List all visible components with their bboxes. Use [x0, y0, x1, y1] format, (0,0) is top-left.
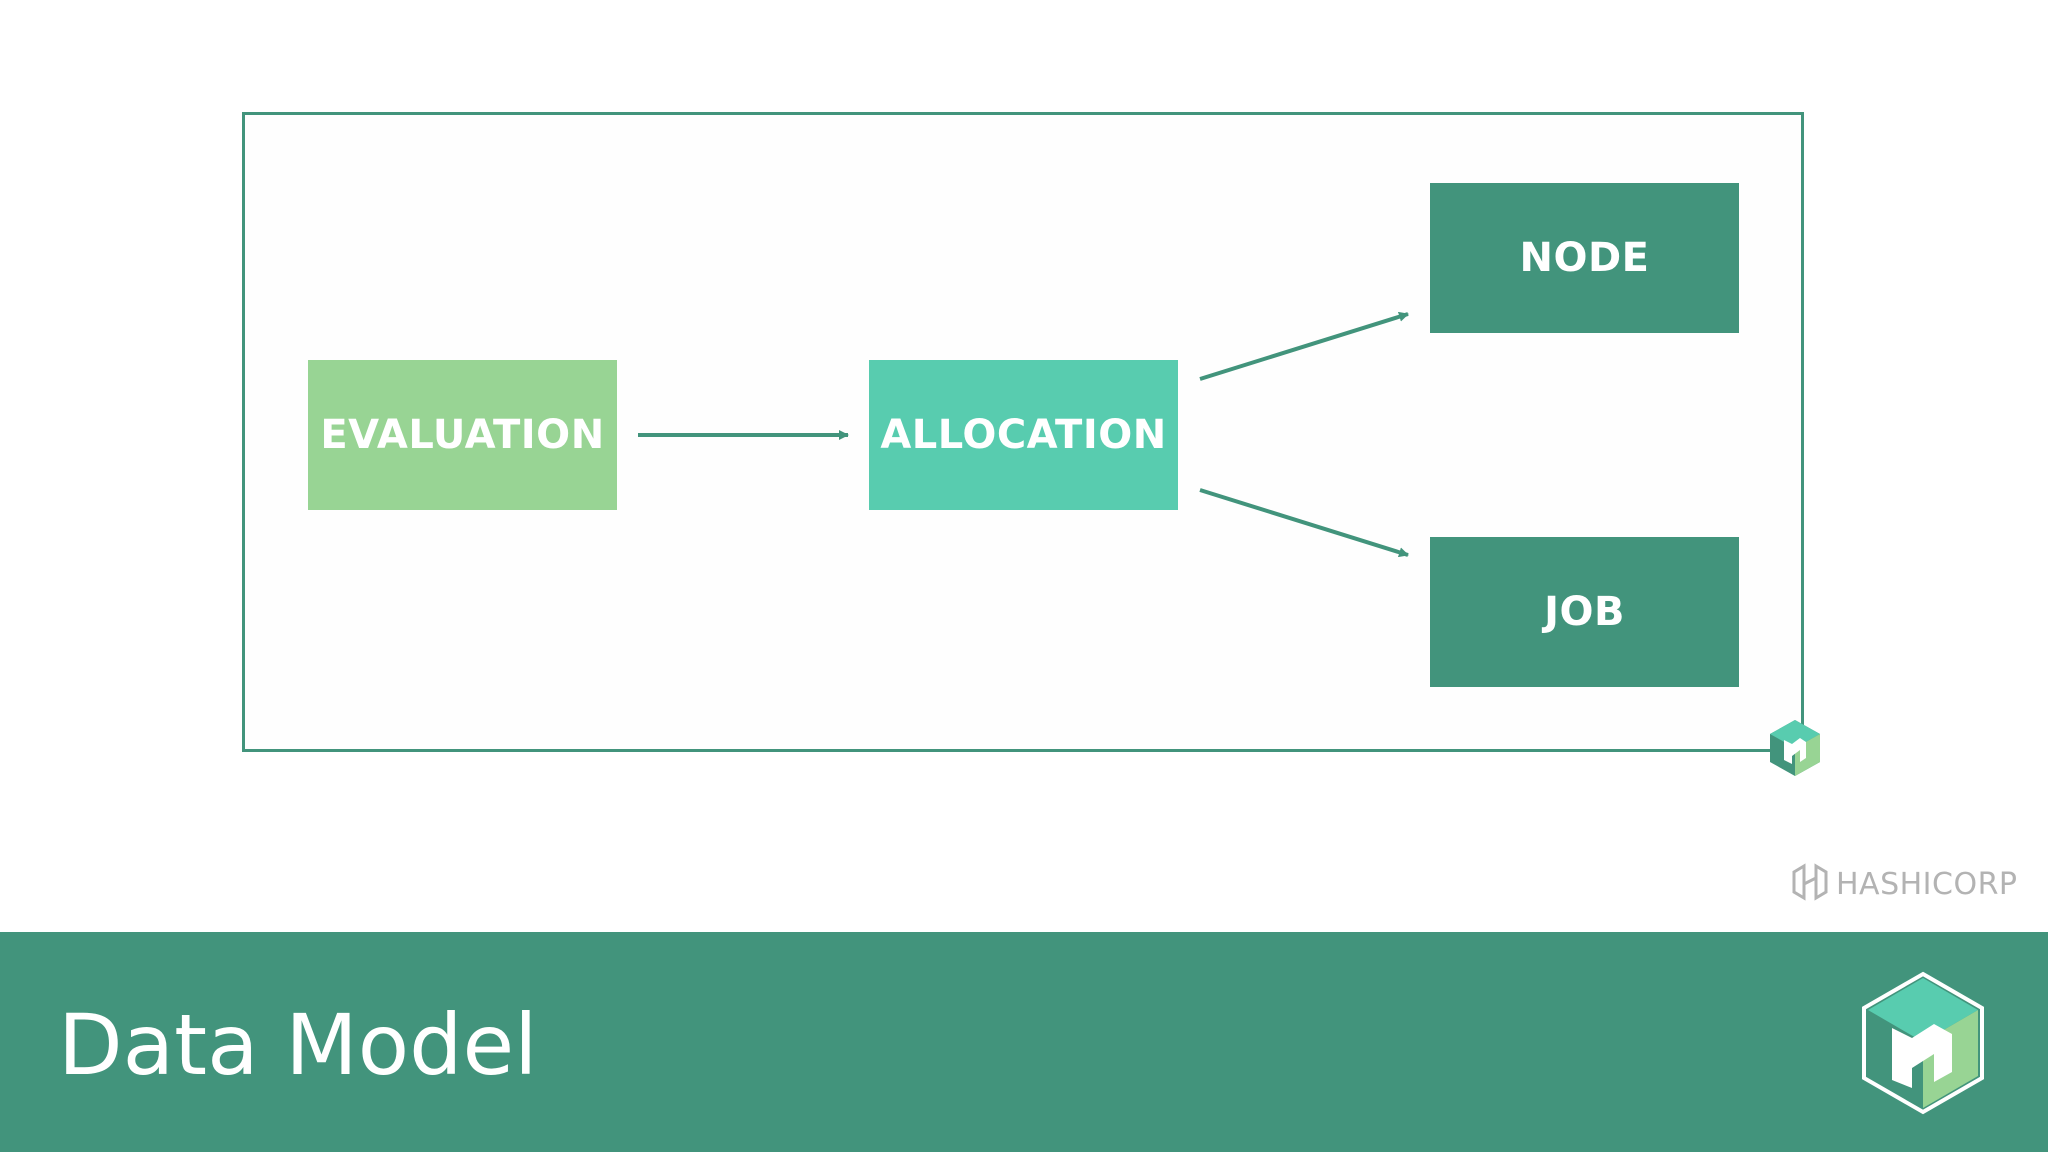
job-label: JOB — [1544, 589, 1625, 635]
allocation-label: ALLOCATION — [880, 412, 1167, 458]
slide-title: Data Model — [58, 996, 538, 1094]
footer-bar — [0, 932, 2048, 1152]
nomad-logo-icon — [1862, 971, 1984, 1115]
hashicorp-label: HASHICORP — [1836, 866, 2018, 902]
evaluation-label: EVALUATION — [320, 412, 605, 458]
allocation-box: ALLOCATION — [869, 360, 1178, 510]
hashicorp-logo-icon — [1792, 863, 1828, 901]
hashicorp-brand: HASHICORP — [1790, 862, 2018, 906]
job-box: JOB — [1430, 537, 1739, 687]
nomad-small-logo-icon — [1770, 720, 1820, 776]
node-label: NODE — [1519, 235, 1650, 281]
evaluation-box: EVALUATION — [308, 360, 617, 510]
node-box: NODE — [1430, 183, 1739, 333]
